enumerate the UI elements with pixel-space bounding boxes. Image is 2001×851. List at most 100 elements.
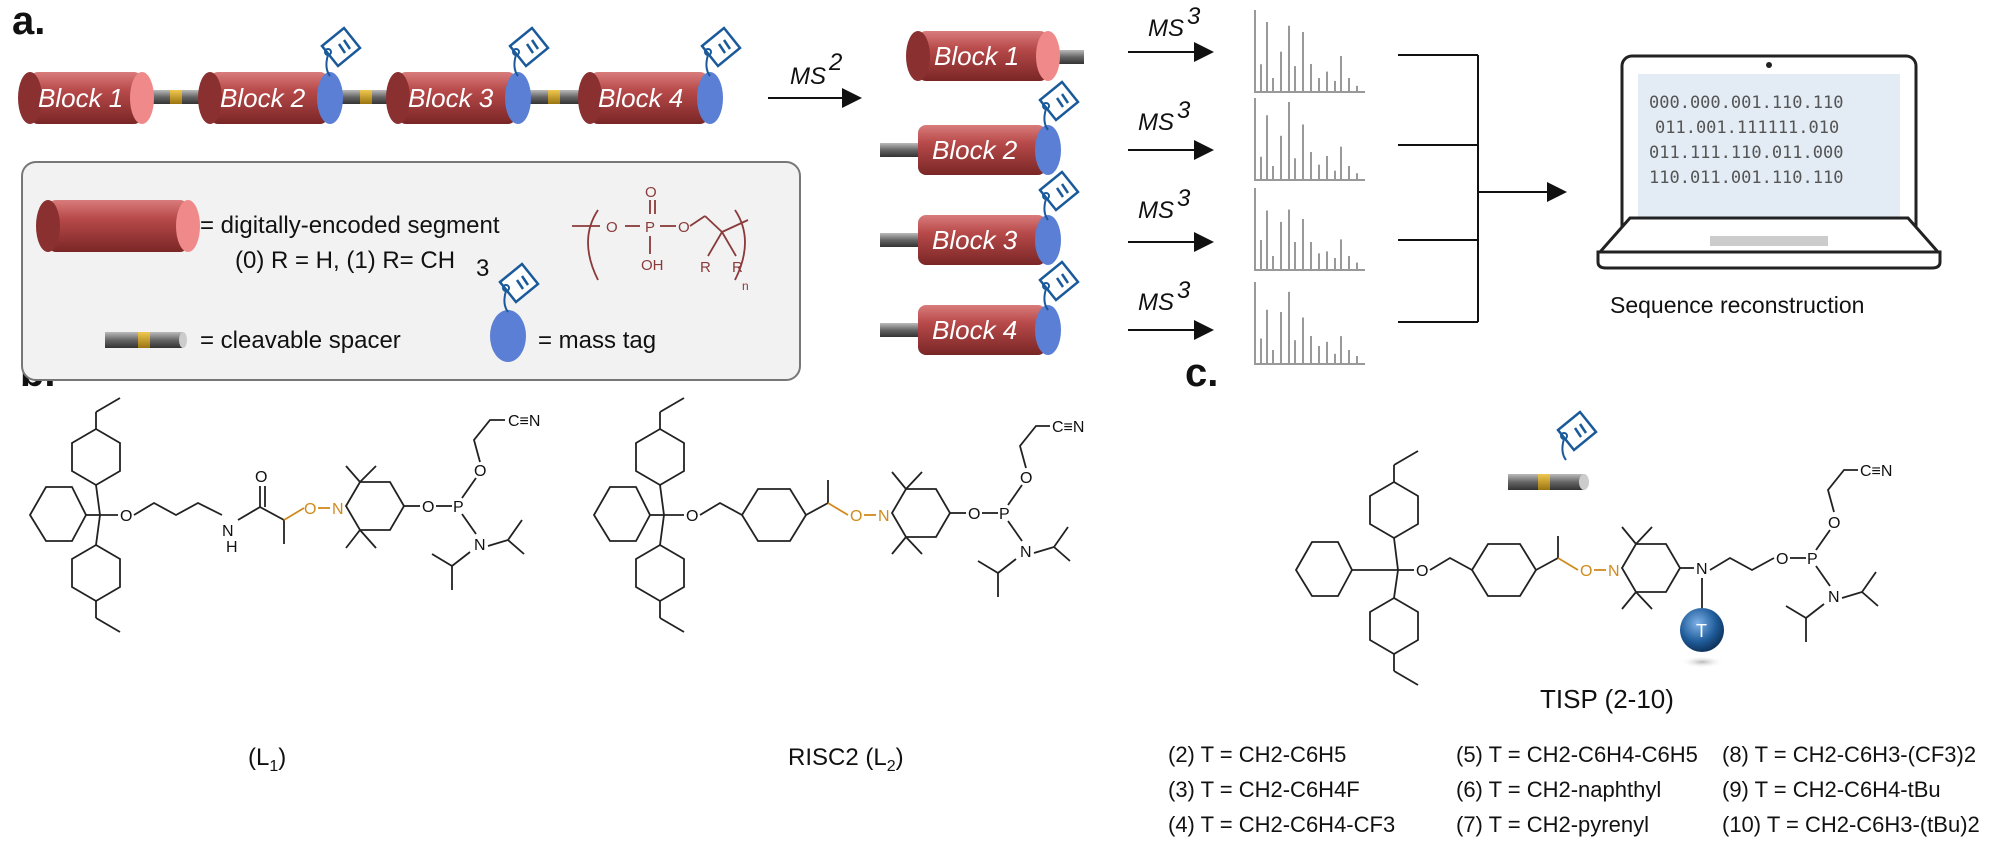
mass-tag-icon xyxy=(1038,80,1080,132)
polymer-atom-oh: OH xyxy=(641,257,664,274)
chain-block-1: Block 1 xyxy=(18,72,154,124)
ms3-label: MS xyxy=(1138,109,1174,136)
t-item-4: (4) T = CH2-C6H4-CF3 xyxy=(1168,812,1395,837)
L2-caption: RISC2 (L2) xyxy=(788,744,904,775)
ms3-sup: 3 xyxy=(1177,185,1191,212)
polymer-atom-o3: O xyxy=(678,219,690,236)
spectrum-3 xyxy=(1254,188,1365,271)
legend-mass-tag-icon xyxy=(490,262,540,362)
fragment-block-1-label: Block 1 xyxy=(934,41,1019,71)
atom-N-orange: N xyxy=(878,508,890,525)
atom-P: P xyxy=(999,506,1010,523)
t-item-6: (6) T = CH2-naphthyl xyxy=(1456,777,1661,802)
L1-caption: (L1) xyxy=(248,744,286,775)
spectrum-1 xyxy=(1254,10,1365,93)
atom-O: O xyxy=(1416,563,1428,580)
merge-bracket xyxy=(1398,54,1567,323)
chain-block-3-label: Block 3 xyxy=(408,83,494,113)
atom-N-orange: N xyxy=(1608,563,1620,580)
ms3-sup: 3 xyxy=(1177,277,1191,304)
structure-L1: O N H O O N O P O C≡N N (L1) xyxy=(28,397,540,775)
ms2-label: MS xyxy=(790,63,826,90)
atom-CN: C≡N xyxy=(1860,463,1892,480)
laptop-line-4: 110.011.001.110.110 xyxy=(1649,168,1843,188)
legend-mass-tag-text: = mass tag xyxy=(538,327,656,354)
structure-L2: O O N O P O C≡N N RISC2 (L2) xyxy=(592,397,1084,775)
T-label: T xyxy=(1696,621,1707,641)
polymer-atom-o1: O xyxy=(606,219,618,236)
fragment-block-2: Block 2 xyxy=(880,80,1080,175)
laptop-line-1: 000.000.001.110.110 xyxy=(1649,93,1843,113)
polymer-atom-r2: R xyxy=(732,259,743,276)
atom-O-orange: O xyxy=(1580,563,1592,580)
atom-CN: C≡N xyxy=(1052,419,1084,436)
mass-tag-icon xyxy=(320,26,362,78)
atom-P: P xyxy=(1807,551,1818,568)
ms2-sup: 2 xyxy=(828,49,842,76)
legend-spacer-icon xyxy=(105,332,187,348)
ms3-sup: 3 xyxy=(1187,3,1201,30)
polymer-chain: Block 1 Block 2 Block 3 Block 4 xyxy=(18,26,742,124)
mass-tag-icon xyxy=(1038,170,1080,222)
panel-c-label: c. xyxy=(1185,351,1218,395)
t-item-9: (9) T = CH2-C6H4-tBu xyxy=(1722,777,1941,802)
chain-block-4: Block 4 xyxy=(578,26,742,124)
t-item-5: (5) T = CH2-C6H4-C6H5 xyxy=(1456,742,1698,767)
polymer-atom-r1: R xyxy=(700,259,711,276)
sequence-caption: Sequence reconstruction xyxy=(1610,292,1864,318)
chain-block-3: Block 3 xyxy=(386,26,550,124)
legend-segment-text: = digitally-encoded segment xyxy=(200,212,500,239)
chain-block-2: Block 2 xyxy=(198,26,362,124)
legend-segment-icon xyxy=(36,200,200,252)
fragment-block-4-label: Block 4 xyxy=(932,315,1017,345)
T-substituent-ball xyxy=(1680,608,1724,652)
legend-spacer-text: = cleavable spacer xyxy=(200,327,401,354)
atom-O-orange: O xyxy=(304,501,316,518)
atom-P: P xyxy=(453,499,464,516)
polymer-atom-o2: O xyxy=(645,184,657,201)
ms3-label: MS xyxy=(1148,15,1184,42)
fragment-block-2-label: Block 2 xyxy=(932,135,1018,165)
panel-a-label: a. xyxy=(12,0,45,43)
legend-segment-variants: (0) R = H, (1) R= CH xyxy=(235,247,455,274)
polymer-repeat-unit xyxy=(572,200,749,281)
atom-N-orange: N xyxy=(332,501,344,518)
atom-O-orange: O xyxy=(850,508,862,525)
atom-O: O xyxy=(1776,551,1788,568)
fragment-block-4: Block 4 xyxy=(880,260,1080,355)
chain-block-2-label: Block 2 xyxy=(220,83,306,113)
atom-O: O xyxy=(474,463,486,480)
t-item-3: (3) T = CH2-C6H4F xyxy=(1168,777,1360,802)
atom-O: O xyxy=(686,508,698,525)
spectrum-2 xyxy=(1254,98,1365,181)
mass-tag-icon xyxy=(700,26,742,78)
t-item-8: (8) T = CH2-C6H3-(CF3)2 xyxy=(1722,742,1976,767)
tisp-spacer-icon xyxy=(1508,410,1598,490)
fragment-block-3-label: Block 3 xyxy=(932,225,1018,255)
atom-H: H xyxy=(226,539,238,556)
t-item-2: (2) T = CH2-C6H5 xyxy=(1168,742,1346,767)
atom-N: N xyxy=(474,537,486,554)
atom-O: O xyxy=(255,469,267,486)
atom-O: O xyxy=(968,506,980,523)
polymer-atoms: O O P OH O R R n xyxy=(606,184,749,293)
atom-O: O xyxy=(120,508,132,525)
ms3-label: MS xyxy=(1138,197,1174,224)
laptop-icon: 000.000.001.110.110 011.001.111111.010 0… xyxy=(1596,54,1942,270)
atom-N: N xyxy=(1828,589,1840,606)
mass-tag-icon xyxy=(508,26,550,78)
ms2-arrow: MS 2 xyxy=(768,49,862,108)
structure-TISP: O O N N T O P O C≡N N TISP (2-10) xyxy=(1294,410,1892,714)
laptop-line-2: 011.001.111111.010 xyxy=(1655,118,1839,138)
repeat-n: n xyxy=(742,279,749,293)
mass-tag-icon xyxy=(1038,260,1080,312)
fragment-block-1: Block 1 xyxy=(906,31,1084,81)
atom-N: N xyxy=(1020,544,1032,561)
atom-O: O xyxy=(1828,515,1840,532)
